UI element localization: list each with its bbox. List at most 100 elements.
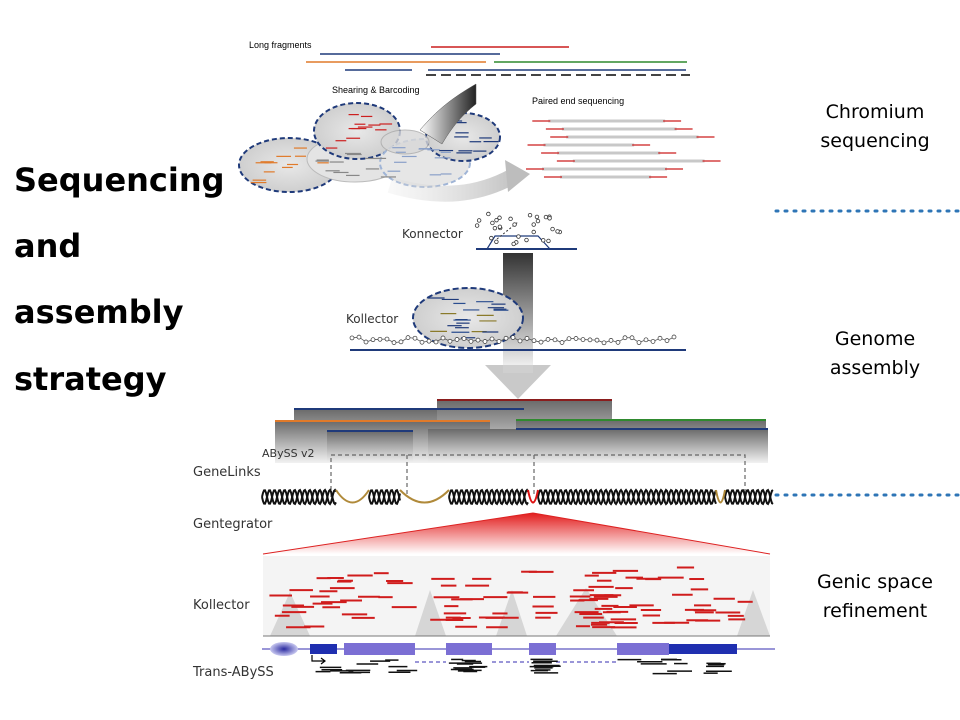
genelinks-bracket (330, 454, 746, 497)
kmer-dot (608, 338, 614, 343)
stage-labels: Chromium sequencing Genome assembly Geni… (817, 101, 933, 622)
kmer-dot (517, 338, 523, 344)
abyss-label: ABySS v2 (262, 447, 315, 460)
kmer-dot (398, 339, 404, 345)
kmer-dot (482, 339, 488, 344)
kmer-dot (657, 335, 663, 341)
kmer-dot (552, 337, 558, 343)
kmer-dot (580, 337, 586, 342)
kmer-dot (503, 335, 509, 341)
kmer-dot (426, 338, 432, 344)
kollector-scaffold (349, 334, 686, 351)
kollector-disc (412, 287, 524, 349)
kmer-dot (527, 212, 533, 218)
shearing-arrow-icon (387, 83, 530, 202)
dna-gap (335, 489, 370, 504)
kmer-dot (601, 340, 607, 346)
kmer-dot (511, 241, 516, 247)
konnector-label: Konnector (402, 227, 463, 241)
title-line: and (14, 227, 81, 265)
dna-strand (368, 488, 401, 506)
stage-label: assembly (830, 357, 920, 379)
kmer-dot (433, 339, 439, 345)
trans-abyss-label: Trans-ABySS (192, 665, 274, 680)
kmer-dot (559, 340, 565, 345)
kmer-dot (356, 334, 362, 340)
kmer-dot (384, 336, 390, 342)
kmer-dot (496, 339, 502, 344)
kmer-dot (664, 338, 670, 343)
kmer-dot (547, 216, 552, 221)
kmer-dot (489, 336, 495, 342)
title-line: strategy (14, 360, 167, 398)
kmer-dot (363, 339, 369, 345)
kmer-dot (524, 336, 530, 341)
paired-end-label: Paired end sequencing (532, 96, 624, 106)
kmer-dot (349, 335, 355, 341)
dna-strand (261, 488, 337, 506)
kmer-dot (566, 336, 572, 342)
kmer-dot (546, 238, 551, 244)
paired-reads (526, 119, 721, 179)
kmer-dot (486, 211, 491, 217)
kmer-dot (461, 336, 467, 341)
dna-strand (537, 488, 717, 506)
kmer-dot (474, 223, 480, 228)
kmer-dot (512, 222, 517, 227)
kmer-dot (494, 239, 499, 244)
assembly-arrow-head-icon (485, 365, 551, 399)
kmer-dot (440, 335, 446, 341)
kmer-dot (497, 224, 503, 229)
kmer-dot (545, 337, 551, 342)
kmer-dot (531, 229, 536, 235)
dna-gap (399, 489, 450, 504)
kmer-dot (490, 220, 495, 226)
genic-reads (269, 566, 753, 629)
kmer-dot (497, 215, 502, 220)
kmer-dot (535, 218, 541, 224)
kmer-dot (550, 226, 555, 232)
kmer-dot (541, 238, 546, 243)
stage-label: Genome (835, 328, 915, 350)
kmer-dot (636, 340, 642, 345)
kmer-dot (615, 339, 621, 345)
kmer-dot (650, 339, 656, 344)
kmer-dot (508, 216, 513, 222)
gentegrator-label: Gentegrator (193, 517, 273, 532)
slide-title: Sequencing and assembly strategy (14, 161, 225, 398)
kmer-dot (538, 339, 544, 345)
kmer-dot (476, 218, 482, 223)
barcoded-partitions (238, 102, 501, 193)
kmer-dot (594, 337, 600, 343)
dna-strand (261, 488, 337, 506)
kmer-dot (622, 335, 628, 341)
abyss-contig-blocks (275, 399, 768, 463)
kmer-dot (510, 335, 516, 340)
title-line: Sequencing (14, 161, 225, 199)
dna-strand (448, 488, 529, 506)
shearing-label: Shearing & Barcoding (332, 85, 420, 95)
kmer-dot (412, 335, 418, 341)
kmer-dot (405, 335, 411, 340)
kmer-dot (573, 336, 579, 341)
kmer-dot (492, 225, 498, 231)
kmer-dot (629, 335, 635, 341)
kmer-dot (468, 338, 474, 344)
zoom-cone (263, 513, 770, 554)
konnector-diagram (474, 211, 577, 250)
kmer-dot (534, 214, 540, 220)
kmer-dot (671, 334, 677, 340)
kmer-dot (475, 337, 481, 343)
kmer-dot (543, 214, 549, 220)
kmer-dot (555, 229, 560, 234)
stage-label: sequencing (820, 130, 929, 152)
kmer-dot (419, 339, 425, 345)
kollector-bottom-label: Kollector (193, 598, 250, 613)
kmer-dot (494, 217, 499, 223)
dna-gap (715, 489, 726, 504)
trans-abyss-reads (315, 658, 732, 675)
dna-helix-icon (261, 488, 774, 506)
long-fragments (306, 46, 690, 76)
kollector-top-label: Kollector (346, 312, 398, 326)
